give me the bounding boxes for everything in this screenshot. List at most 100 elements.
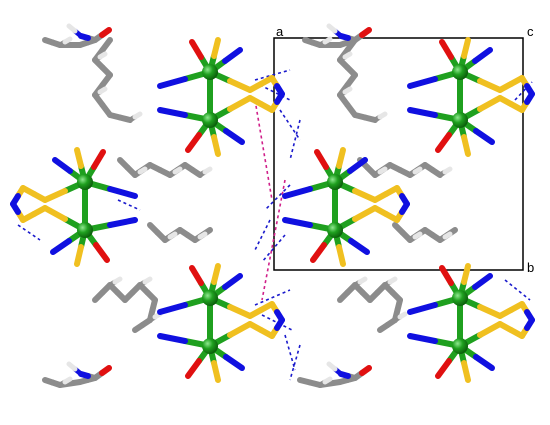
bond xyxy=(223,354,245,371)
bond xyxy=(435,358,452,379)
bond xyxy=(314,149,329,170)
hydrogen-bonds xyxy=(17,69,533,381)
organic-ligand xyxy=(117,157,213,178)
bond xyxy=(359,27,372,38)
bond xyxy=(62,36,73,45)
bond xyxy=(407,76,438,89)
bond xyxy=(473,128,495,145)
bond xyxy=(74,147,84,169)
bond xyxy=(377,111,388,120)
bond xyxy=(97,51,108,60)
bond xyxy=(352,188,378,203)
bond xyxy=(407,333,438,344)
bond xyxy=(472,47,493,64)
hbond xyxy=(284,334,296,371)
bond xyxy=(352,205,378,222)
bond xyxy=(107,186,138,199)
bond xyxy=(99,27,112,38)
hbond xyxy=(254,289,291,306)
bond xyxy=(435,132,452,153)
bond xyxy=(439,39,454,60)
bond xyxy=(62,376,73,385)
hbond-pink xyxy=(261,179,286,301)
metal-atom xyxy=(202,64,218,80)
organic-ligand xyxy=(302,23,372,48)
metal-atom xyxy=(202,290,218,306)
cell-label-a: a xyxy=(276,24,284,39)
bond xyxy=(185,132,202,153)
bond xyxy=(189,265,204,286)
bond xyxy=(223,128,245,145)
unit-cell-outline xyxy=(273,37,524,271)
organic-ligand xyxy=(297,361,372,388)
bond xyxy=(442,231,453,240)
metal-atom xyxy=(452,338,468,354)
bond xyxy=(524,91,535,105)
bond xyxy=(157,76,188,89)
metal-complex xyxy=(10,147,138,267)
organic-ligand xyxy=(337,276,408,333)
bond xyxy=(10,201,21,215)
bond xyxy=(326,23,338,34)
bond xyxy=(477,304,503,319)
bond xyxy=(407,302,438,315)
bond xyxy=(322,36,333,45)
organic-ligand xyxy=(92,37,143,123)
bond xyxy=(132,322,146,333)
bond xyxy=(227,304,253,319)
hbond xyxy=(17,224,41,241)
bond xyxy=(473,354,495,371)
bond xyxy=(342,86,353,95)
bond xyxy=(107,217,138,228)
bond xyxy=(157,107,188,118)
organic-ligand xyxy=(147,222,213,243)
bond xyxy=(461,37,471,59)
bond xyxy=(377,166,388,175)
bond xyxy=(397,311,408,320)
bond xyxy=(412,231,423,240)
organic-ligand xyxy=(92,276,163,333)
bond xyxy=(132,111,143,120)
bond xyxy=(310,242,327,263)
bond xyxy=(227,321,253,338)
bond xyxy=(167,231,178,240)
bond xyxy=(336,244,346,267)
bond xyxy=(93,242,110,263)
bond xyxy=(387,276,398,285)
bond xyxy=(197,231,208,240)
hbond xyxy=(504,279,531,301)
metal-complex xyxy=(407,263,535,383)
bond xyxy=(274,317,285,331)
bond xyxy=(399,201,410,215)
bond xyxy=(142,276,153,285)
bond xyxy=(157,302,188,315)
bond xyxy=(477,78,503,93)
bond xyxy=(461,134,471,157)
organic-ligand xyxy=(42,361,112,388)
metal-atom xyxy=(327,222,343,238)
bond xyxy=(377,322,391,333)
hbond xyxy=(289,344,301,381)
bond xyxy=(99,365,112,376)
bond xyxy=(524,317,535,331)
bond xyxy=(461,360,471,383)
organic-ligand xyxy=(392,222,458,243)
metal-atom xyxy=(202,338,218,354)
bond xyxy=(222,47,243,64)
cell-label-c: c xyxy=(527,24,534,39)
bond xyxy=(202,166,213,175)
bond xyxy=(211,37,221,59)
bond xyxy=(472,273,493,290)
hbond-pink xyxy=(254,99,273,201)
molecular-fragments xyxy=(10,23,535,388)
organic-ligand xyxy=(42,23,112,48)
bond xyxy=(348,238,370,255)
bond xyxy=(439,265,454,286)
bond xyxy=(50,238,72,255)
bond xyxy=(74,244,84,267)
bond xyxy=(91,149,106,170)
bond xyxy=(211,134,221,157)
bond xyxy=(461,263,471,285)
cell-label-b: b xyxy=(527,260,534,275)
bond xyxy=(52,157,73,174)
